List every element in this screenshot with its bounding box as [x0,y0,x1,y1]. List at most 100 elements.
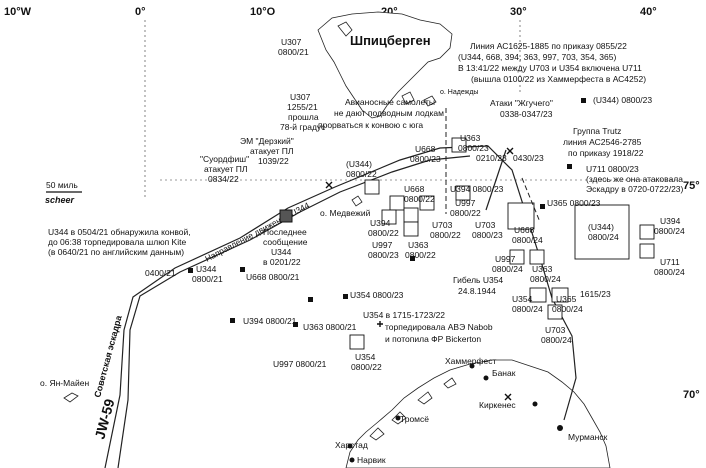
aircraft-2: не дают подводным лодкам [334,108,444,118]
swordfish-3: 0834/22 [208,174,239,184]
spitsbergen-name: Шпицберген [350,33,431,48]
norway-coast [345,359,611,468]
pos-u668-0800-22-b: 0800/22 [404,194,435,204]
pos-u394-0800-23: U394 0800/23 [450,184,504,194]
escort-label: Советская эскадра [92,313,124,398]
u711-route [485,149,507,211]
pos-t0210: 0210/23 [476,153,507,163]
attack-2: 0338-0347/23 [500,109,553,119]
loss-2: 24.8.1944 [458,286,496,296]
last-3: U344 [271,247,292,257]
pos-u668-0800-24-a: U668 [514,225,535,235]
pos-u344-0800-21-a: U344 [196,264,217,274]
pos-u997-0800-22-a: U997 [455,198,476,208]
line-4: (вышла 0100/22 из Хаммерфеста в АС4252) [471,74,646,84]
aircraft-1: Авианосные самолеты [345,97,435,107]
em-3: 1039/22 [258,156,289,166]
pos-u363-0800-24-b: 0800/24 [530,274,561,284]
u307-c-2: 1255/21 [287,102,318,112]
aircraft-3: прорваться к конвою с юга [318,120,423,130]
attack-1: Атаки "Жгучего" [490,98,553,108]
kite-2: до 06:38 торпедировала шлюп Kite [48,237,186,247]
pos-u363-0800-22-b: 0800/22 [405,250,436,260]
pos-u354-0800-22-b: 0800/22 [351,362,382,372]
pos-u344-0800-24-b: 0800/24 [588,232,619,242]
pos-u344-0800-24-a: (U344) [588,222,614,232]
pos-u668-0800-23-b: 0800/23 [410,154,441,164]
u711-3: Эскадру в 0720-0722/23) [586,184,684,194]
pos-u997-0800-21: U997 0800/21 [273,359,327,369]
scale-label: 50 миль [46,180,78,190]
swordfish-2: атакует ПЛ [204,164,247,174]
spitsbergen-land [317,11,453,119]
pos-u363-0800-24-a: U363 [532,264,553,274]
pos-u703-0800-24-b: 0800/24 [541,335,572,345]
trutz-1: Группа Trutz [573,126,621,136]
time-1615: 1615/23 [580,289,611,299]
trutz-2: линия АС2546-2785 [563,137,642,147]
pos-u668-0800-21: U668 0800/21 [246,272,300,282]
line-3: В 13:41/22 между U703 и U354 включена U7… [458,63,642,73]
pos-t0430: 0430/23 [513,153,544,163]
pos-u394-0800-22-a: U394 [370,218,391,228]
u307-c-1: U307 [290,92,311,102]
lon-10e: 10°O [250,6,276,18]
pos-u344-0800-21-b: 0800/21 [192,274,223,284]
kite-3: (в 0640/21 по английским данным) [48,247,184,257]
pos-u703-0800-24-a: U703 [545,325,566,335]
kirkenes-name: Киркенес [479,400,516,410]
lon-40: 40° [640,6,657,18]
lat-70: 70° [683,389,700,401]
pos-u394-0800-24-b: 0800/24 [654,226,685,236]
pos-u703-0800-22-a: U703 [432,220,453,230]
last-2: сообщение [263,237,308,247]
banak-name: Банак [492,368,516,378]
murmansk-name: Мурманск [568,432,608,442]
pos-u703-0800-23-b: 0800/23 [472,230,503,240]
pos-u365-0800-24-b: 0800/24 [552,304,583,314]
medvezhiy-island [351,195,363,207]
scheer-logo: scheer [45,195,75,205]
pos-u354-0800-24-a: U354 [512,294,533,304]
pos-u344-0800-22-b: 0800/22 [346,169,377,179]
lon-10w: 10°W [4,6,32,18]
pos-u363-0800-23-b: 0800/23 [458,143,489,153]
lon-30: 30° [510,6,527,18]
nabob-1: U354 в 1715-1723/22 [363,310,445,320]
trutz-3: по приказу 1918/22 [568,148,644,158]
pos-u668-0800-23-a: U668 [415,144,436,154]
hammerfest-name: Хаммерфест [445,356,497,366]
narvik-name: Нарвик [357,455,386,465]
u711-2: (здесь же она атаковала [586,174,683,184]
attack-markers [325,147,514,401]
kite-1: U344 в 0504/21 обнаружила конвой, [48,227,191,237]
u711-1: U711 0800/23 [586,164,639,174]
escort-route [117,155,471,468]
em-1: ЭМ "Дерзкий" [240,136,294,146]
nadezhdy-name: о. Надежды [440,89,478,96]
pos-u997-0800-23-b: 0800/23 [368,250,399,260]
last-1: Последнее [263,227,307,237]
pos-u365-0800-24-a: U365 [556,294,577,304]
pos-u363-0800-23-a: U363 [460,133,481,143]
nabob-3: и потопила ФР Bickerton [385,334,481,344]
u344-0800-23: (U344) 0800/23 [593,95,652,105]
lon-0: 0° [135,6,146,18]
pos-u997-0800-22-b: 0800/22 [450,208,481,218]
pos-u344-0800-22-a: (U344) [346,159,372,169]
yan-mayen-island [63,392,79,403]
pos-u703-0800-22-b: 0800/22 [430,230,461,240]
pos-u354-0800-22-a: U354 [355,352,376,362]
tromso-name: Тромсё [400,414,429,424]
pos-u997-0800-24-b: 0800/24 [492,264,523,274]
u307-c-3: прошла [288,112,319,122]
u307-c-4: 78-й градус [280,122,326,132]
pos-u394-0800-24-a: U394 [660,216,681,226]
lat-75: 75° [683,180,700,192]
pos-u997-0800-23-a: U997 [372,240,393,250]
u307-a-1: U307 [281,37,302,47]
line-2: (U344, 668, 394, 363, 997, 703, 354, 365… [458,52,616,62]
pos-u365-0800-23: U365 0800/23 [547,198,601,208]
pos-u394-0800-22-b: 0800/22 [368,228,399,238]
